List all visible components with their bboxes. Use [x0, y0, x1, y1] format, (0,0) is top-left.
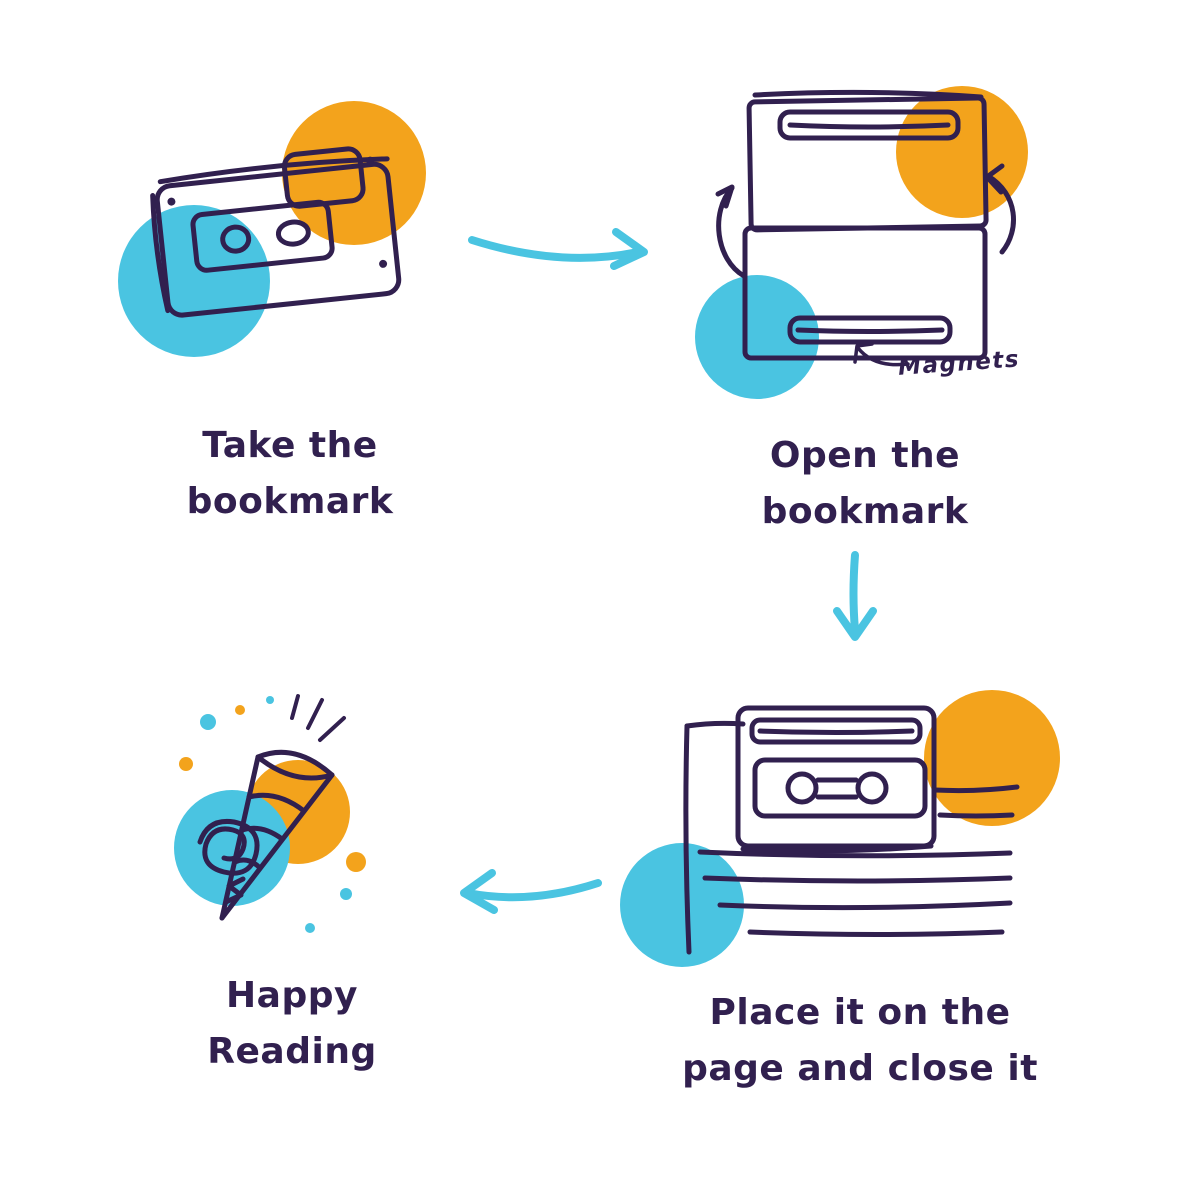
right-opening-arrow [985, 173, 1016, 255]
caption-line: bookmark [761, 490, 969, 532]
top-magnet-strip [749, 717, 923, 745]
step4-illustration-celebration [174, 694, 366, 933]
page-line [702, 875, 1013, 884]
step2-caption: Open the bookmark [715, 428, 1015, 540]
ink-scribble-blob [197, 818, 260, 876]
arrow-step3-to-step4 [460, 869, 602, 914]
confetti-dot [200, 714, 216, 730]
bottom-magnet-strip [787, 315, 953, 345]
teal-accent-circle [695, 275, 819, 399]
page-line [747, 929, 1005, 937]
step4-caption: Happy Reading [142, 968, 442, 1080]
page-line [697, 849, 1013, 859]
top-magnet-strip [777, 109, 961, 141]
step1-caption: Take the bookmark [130, 418, 450, 530]
orange-accent-circle [924, 690, 1060, 826]
magnets-annotation-arrow [853, 342, 910, 367]
bookmark-window [752, 757, 928, 819]
confetti-dot [179, 757, 193, 771]
bookmark-window [190, 199, 335, 273]
caption-line: Reading [207, 1030, 377, 1072]
arrow-step1-to-step2 [468, 228, 648, 270]
open-bookmark-sketch [715, 89, 1016, 361]
left-opening-arrow [716, 185, 747, 279]
caption-line: Happy [226, 975, 358, 1016]
closed-bookmark-sketch [150, 146, 402, 318]
step1-illustration-closed-bookmark [118, 101, 426, 357]
teal-accent-circle [620, 843, 744, 967]
confetti-dot [235, 705, 245, 715]
confetti-dot [305, 923, 315, 933]
bookmark-bottom-panel [742, 225, 988, 361]
caption-line: Place it on the [709, 992, 1011, 1033]
party-cone-sketch [219, 694, 346, 921]
confetti-dot [346, 852, 366, 872]
step2-illustration-open-bookmark [695, 86, 1028, 399]
page-left-edge [683, 723, 692, 955]
page-line [717, 900, 1013, 911]
arrow-step2-to-step3 [833, 551, 877, 641]
step3-illustration-bookmark-on-page [620, 690, 1060, 967]
confetti-dot [340, 888, 352, 900]
caption-line: page and close it [682, 1047, 1038, 1089]
caption-line: Take the [202, 425, 378, 466]
step3-caption: Place it on the page and close it [660, 985, 1060, 1097]
book-page-sketch [683, 720, 1020, 955]
confetti-dot [266, 696, 274, 704]
bookmark-on-page-sketch [735, 705, 937, 854]
teal-accent-circle [174, 790, 290, 906]
caption-line: Open the [769, 435, 961, 476]
caption-line: bookmark [186, 480, 394, 522]
